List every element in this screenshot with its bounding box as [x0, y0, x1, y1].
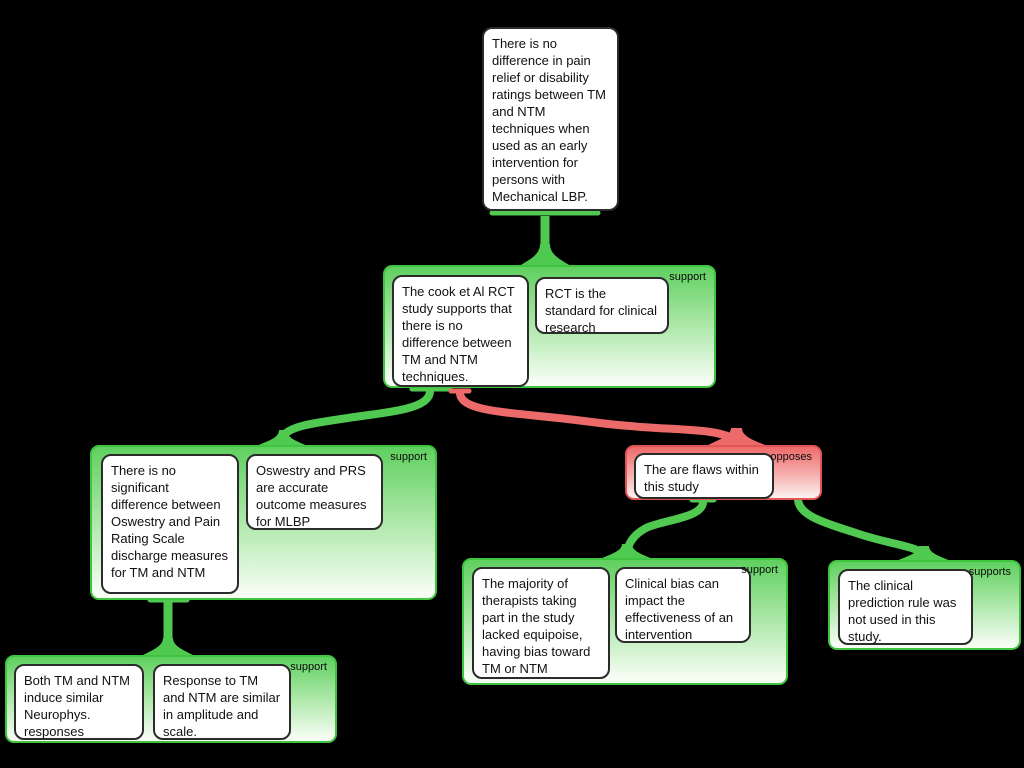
group-neuro-support-label: support: [290, 661, 327, 673]
group-equipoise-support[interactable]: support The majority of therapists takin…: [462, 558, 788, 685]
node-prediction-rule[interactable]: The clinical prediction rule was not use…: [838, 569, 973, 645]
node-flaws[interactable]: The are flaws within this study: [634, 453, 774, 499]
group-prediction-supports[interactable]: supports The clinical prediction rule wa…: [828, 560, 1021, 650]
connector-opposes-to-prediction-group: [784, 494, 951, 561]
connector-nosig-to-neuro-group: [141, 597, 195, 656]
group-opposes[interactable]: opposes The are flaws within this study: [625, 445, 822, 500]
connector-cook-to-oswestry-group: [256, 386, 453, 446]
node-rct-standard[interactable]: RCT is the standard for clinical researc…: [535, 277, 669, 335]
connector-flaws-to-equipoise-group: [600, 497, 717, 559]
node-oswestry-prs[interactable]: Oswestry and PRS are accurate outcome me…: [246, 454, 383, 530]
node-neurophys[interactable]: Both TM and NTM induce similar Neurophys…: [14, 664, 144, 740]
node-response-similar[interactable]: Response to TM and NTM are similar in am…: [153, 664, 291, 740]
group-oswestry-support[interactable]: support There is no significant differen…: [90, 445, 437, 600]
node-no-sig-difference[interactable]: There is no significant difference betwe…: [101, 454, 239, 594]
node-clinical-bias[interactable]: Clinical bias can impact the effectivene…: [615, 567, 751, 643]
node-cook-rct[interactable]: The cook et Al RCT study supports that t…: [392, 275, 529, 387]
group-cook-support-label: support: [669, 271, 706, 283]
node-equipoise[interactable]: The majority of therapists taking part i…: [472, 567, 610, 679]
group-opposes-label: opposes: [770, 451, 812, 463]
group-neuro-support[interactable]: support Both TM and NTM induce similar N…: [5, 655, 337, 743]
connector-cook-to-opposes-group: [448, 388, 768, 446]
group-oswestry-support-label: support: [390, 451, 427, 463]
node-root-claim[interactable]: There is no difference in pain relief or…: [482, 27, 619, 211]
group-cook-support[interactable]: support The cook et Al RCT study support…: [383, 265, 716, 388]
connector-root-to-cook-group: [489, 210, 601, 266]
group-equipoise-support-label: support: [741, 564, 778, 576]
group-prediction-supports-label: supports: [968, 566, 1011, 578]
